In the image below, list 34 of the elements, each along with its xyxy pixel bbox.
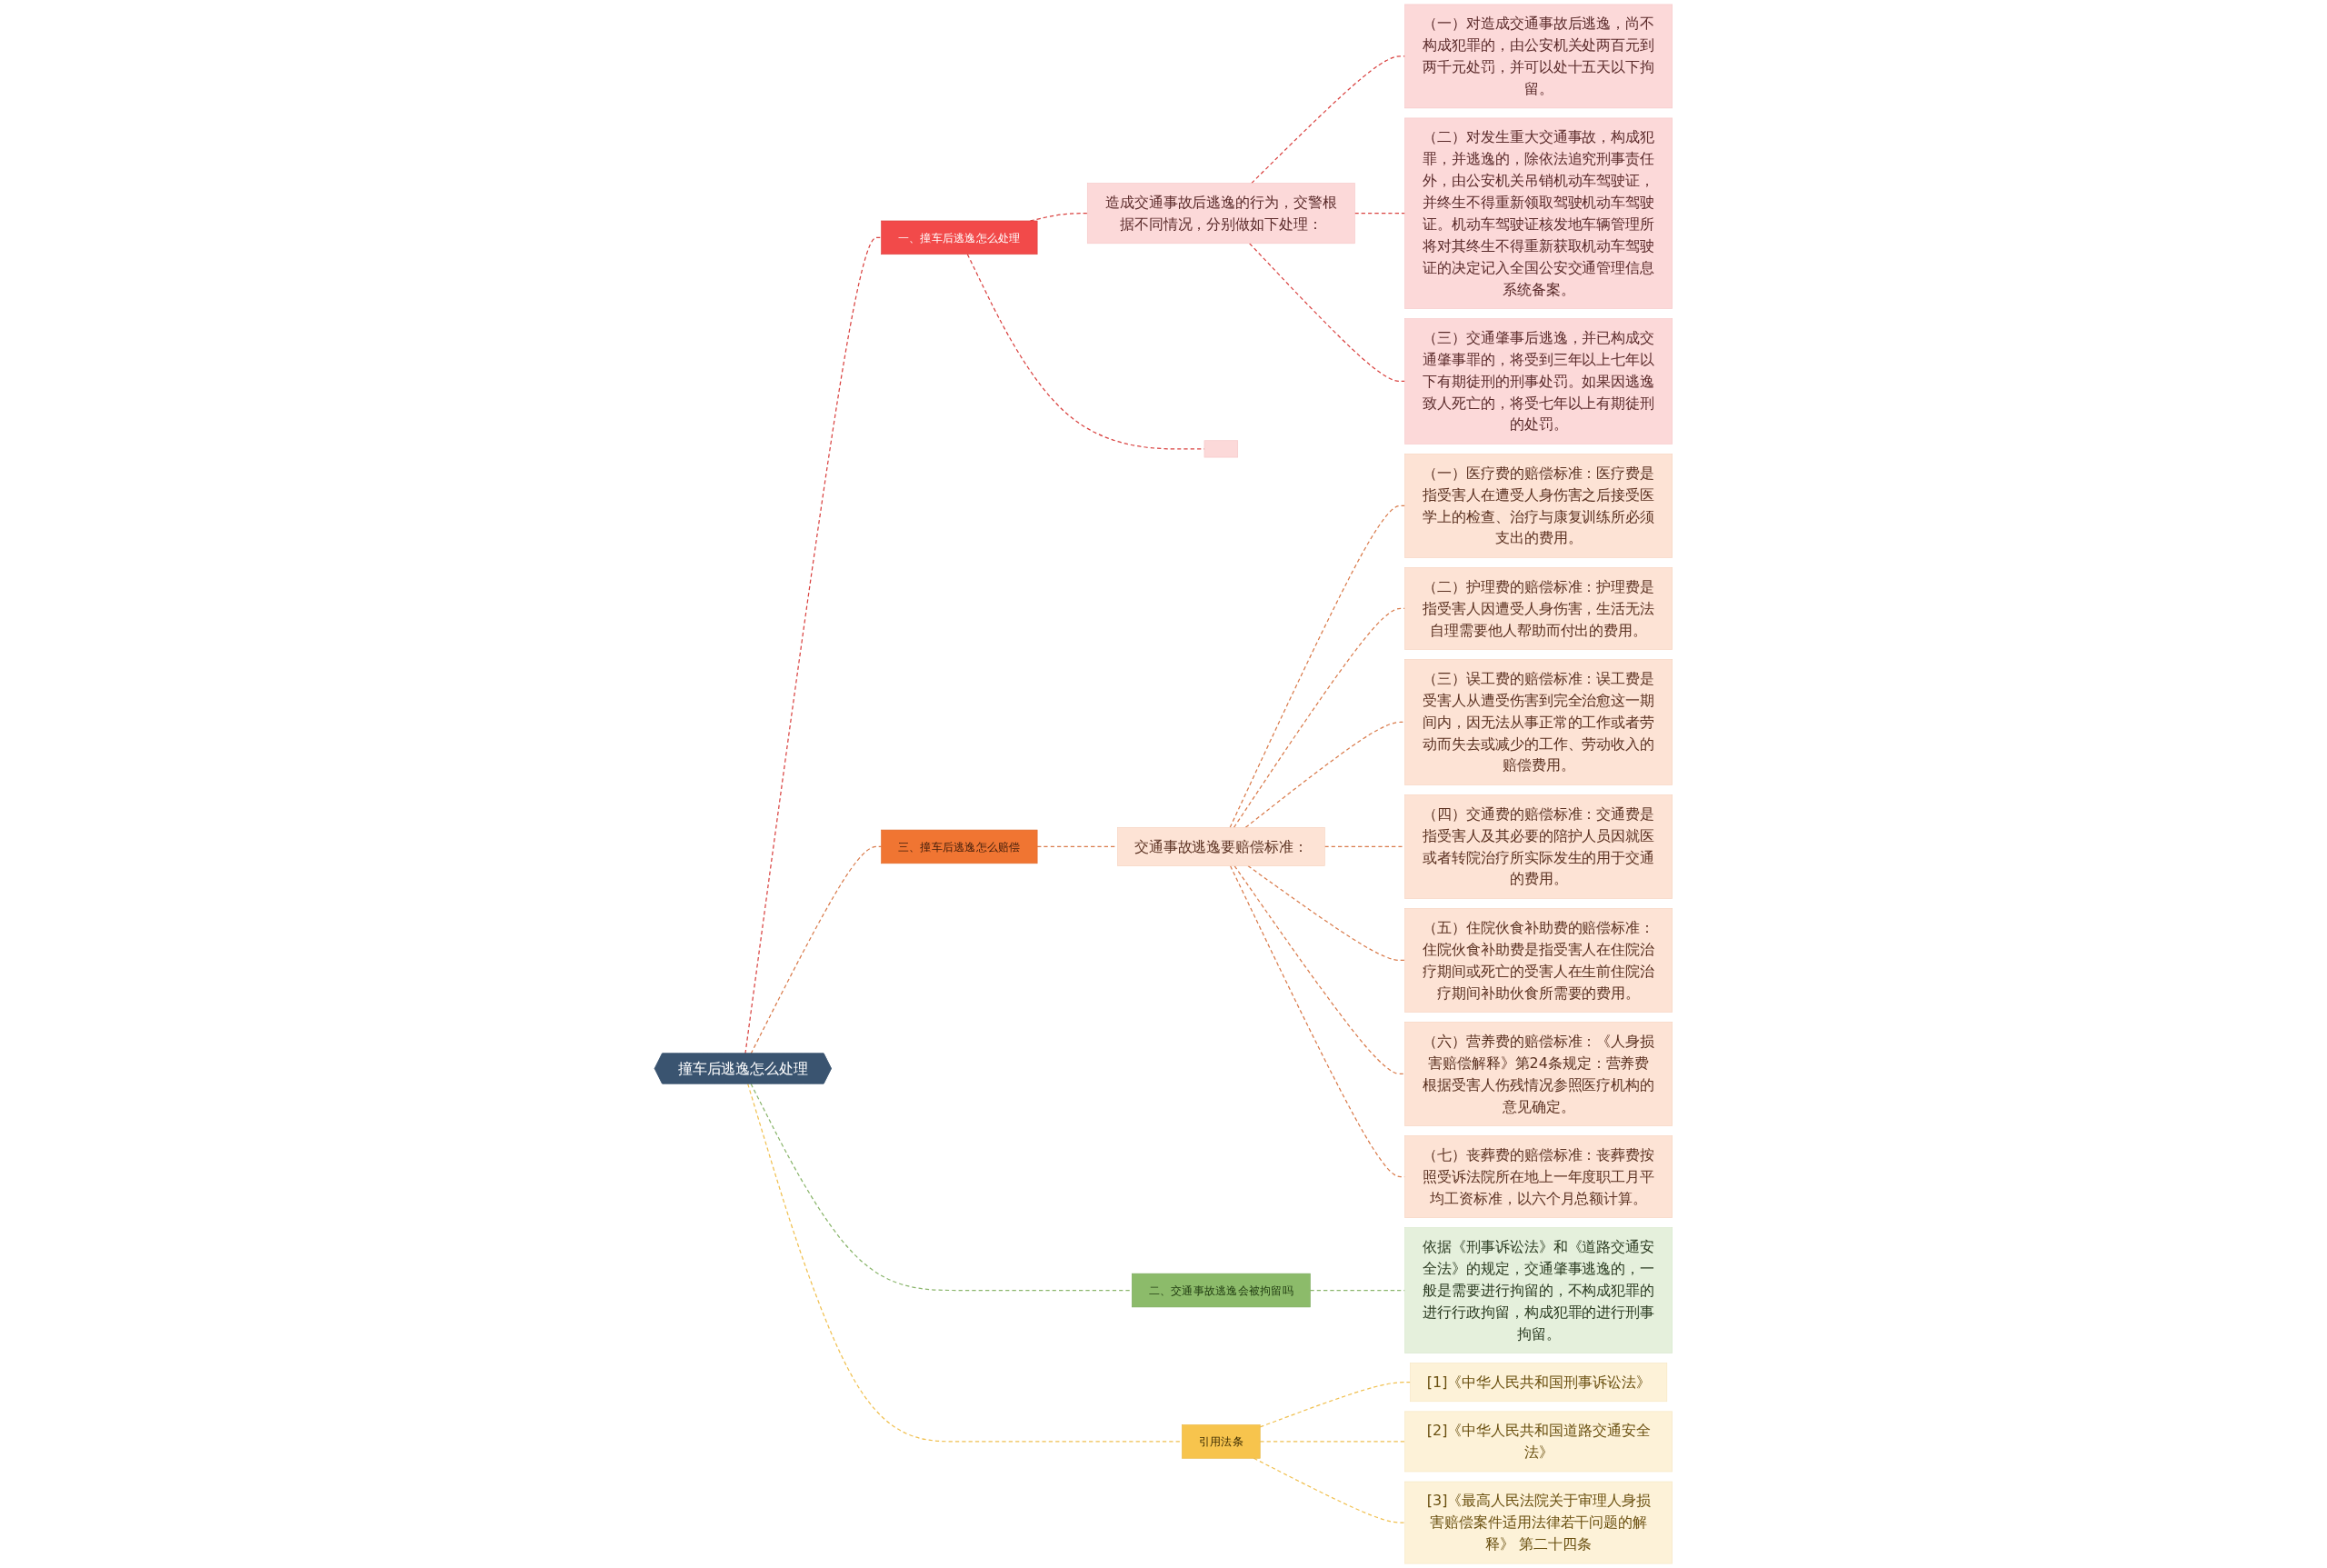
node-box: （三）误工费的赔偿标准：误工费是受害人从遭受伤害到完全治愈这一期间内，因无法从事正常的工作或者劳动而失去或减少的工作、劳动收入的赔偿费用。 xyxy=(1404,659,1673,785)
node-box: 一、撞车后逃逸怎么处理 xyxy=(881,220,1038,255)
node-box: （四）交通费的赔偿标准：交通费是指受害人及其必要的陪护人员因就医或者转院治疗所实际发生的用于交通的费用。 xyxy=(1404,794,1673,899)
node-box: （二）对发生重大交通事故，构成犯罪，并逃逸的，除依法追究刑事责任外，由公安机关吊销机动车驾驶证，并终生不得重新领取驾驶机动车驾驶证。机动车驾驶证核发地车辆管理所将对其终生不得重新获取机动车驾驶证的决定记入全国公安交通管理信息系统备案。 xyxy=(1404,117,1673,309)
node-box: （七）丧葬费的赔偿标准：丧葬费按照受诉法院所在地上一年度职工月平均工资标准，以六个月总额计算。 xyxy=(1404,1135,1673,1218)
node-box: [1]《中华人民共和国刑事诉讼法》 xyxy=(1410,1363,1668,1403)
connector xyxy=(1233,607,1406,828)
node-box: 引用法条 xyxy=(1182,1424,1261,1459)
connector xyxy=(1259,1382,1412,1428)
connector xyxy=(1244,721,1406,828)
node-box xyxy=(1203,440,1239,458)
connector xyxy=(750,1083,1133,1292)
node-box: 二、交通事故逃逸会被拘留吗 xyxy=(1132,1273,1311,1308)
node-box: （六）营养费的赔偿标准：《人身损害赔偿解释》第24条规定：营养费根据受害人伤残情况参照医疗机构的意见确定。 xyxy=(1404,1022,1673,1126)
connector xyxy=(1353,213,1406,215)
connector xyxy=(1259,1441,1406,1443)
node-box: 造成交通事故后逃逸的行为，交警根据不同情况，分别做如下处理： xyxy=(1086,183,1355,245)
node-box: （二）护理费的赔偿标准：护理费是指受害人因遭受人身伤害，生活无法自理需要他人帮助而付出的费用。 xyxy=(1404,567,1673,650)
node-box: （一）医疗费的赔偿标准：医疗费是指受害人在遭受人身伤害之后接受医学上的检查、治疗与康复训练所必须支出的费用。 xyxy=(1404,454,1673,558)
connector xyxy=(1229,864,1406,1178)
node-box: 三、撞车后逃逸怎么赔偿 xyxy=(881,829,1038,864)
connector xyxy=(1036,845,1118,848)
connector xyxy=(1229,504,1406,828)
connector xyxy=(1251,55,1406,185)
node-box: （三）交通肇事后逃逸，并已构成交通肇事罪的，将受到三年以上七年以下有期徒刑的刑事处罚。如果因逃逸致人死亡的，将受七年以上有期徒刑的处罚。 xyxy=(1404,318,1673,444)
node-box: [2]《中华人民共和国道路交通安全法》 xyxy=(1404,1411,1673,1473)
node-box: （一）对造成交通事故后逃逸，尚不构成犯罪的，由公安机关处两百元到两千元处罚，并可以处十五天以下拘留。 xyxy=(1404,4,1673,109)
node-box: [3]《最高人民法院关于审理人身损害赔偿案件适用法律若干问题的解释》 第二十四条 xyxy=(1404,1481,1673,1564)
connector xyxy=(1253,1457,1406,1523)
node-box: （五）住院伙食补助费的赔偿标准：住院伙食补助费是指受害人在住院治疗期间或死亡的受害人在生前住院治疗期间补助伙食所需要的费用。 xyxy=(1404,908,1673,1013)
connector xyxy=(744,236,883,1054)
connector xyxy=(1249,243,1406,383)
node-box: 交通事故逃逸要赔偿标准： xyxy=(1117,827,1325,866)
node-box: 依据《刑事诉讼法》和《道路交通安全法》的规定，交通肇事逃逸的，一般是需要进行拘留的，不构成犯罪的进行行政拘留，构成犯罪的进行刑事拘留。 xyxy=(1404,1227,1673,1353)
